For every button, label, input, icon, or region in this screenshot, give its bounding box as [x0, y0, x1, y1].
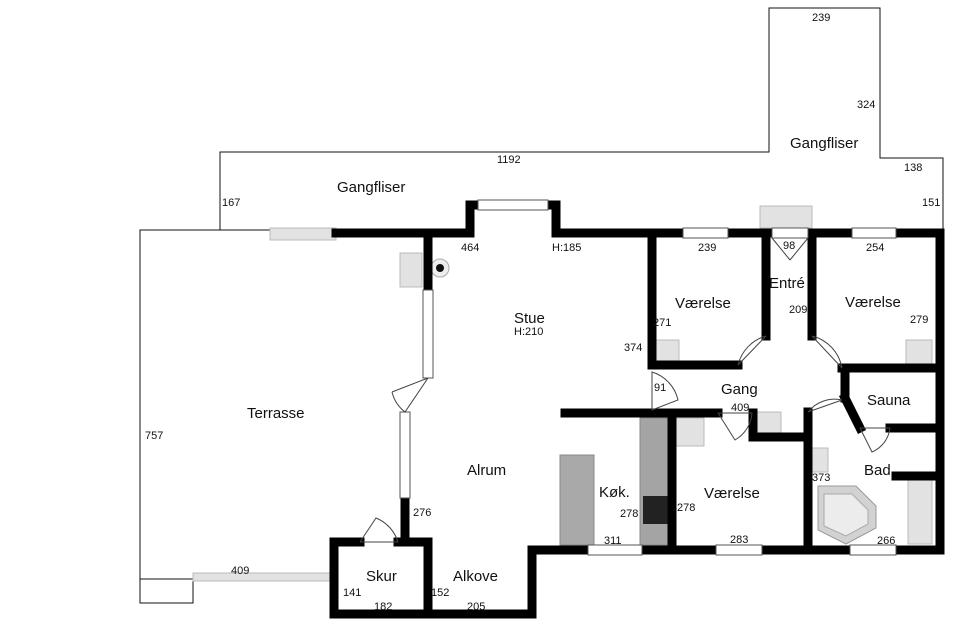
dim-vaerelse-3-depth: 278 — [677, 502, 695, 514]
terrasse-window — [269, 227, 337, 241]
door-vaerelse-1 — [737, 335, 767, 366]
fixtures — [192, 205, 933, 582]
dimension-labels: 239 324 1192 138 167 151 464 H:185 239 9… — [145, 12, 940, 613]
dim-kokken-width: 311 — [604, 535, 622, 547]
terrasse-door-sill — [192, 572, 331, 582]
vaerelse-1-bed — [654, 339, 680, 365]
label-stue: Stue — [514, 310, 545, 327]
label-alrum: Alrum — [467, 462, 506, 479]
door-gang — [651, 371, 679, 411]
label-stue-height: H:210 — [514, 326, 543, 338]
door-terrasse — [391, 377, 429, 413]
terrasse-step — [139, 578, 194, 604]
sub-labels: H:210 — [514, 326, 543, 338]
dim-top-right-depth: 324 — [857, 99, 875, 111]
label-gangfliser-top: Gangfliser — [790, 135, 858, 152]
dim-entre-depth: 209 — [789, 304, 807, 316]
label-vaerelse-3: Værelse — [704, 485, 760, 502]
dim-alkove-depth: 152 — [431, 587, 449, 599]
doors — [359, 237, 891, 543]
dim-left-path-depth: 167 — [222, 197, 240, 209]
wall-bay-left — [465, 200, 483, 238]
window-bay — [477, 199, 549, 211]
dim-vaerelse-1-width: 239 — [698, 242, 716, 254]
dim-vaerelse-2-width: 254 — [866, 242, 884, 254]
kitchen-counters — [430, 258, 877, 546]
door-vaerelse-2 — [811, 335, 843, 369]
entre-door-mat — [759, 205, 813, 229]
fireplace-flue — [436, 264, 444, 272]
door-entre — [771, 237, 809, 261]
wall-bay-right — [543, 200, 688, 238]
vaerelse-2-bed — [905, 339, 933, 365]
label-bad: Bad — [864, 462, 891, 479]
dim-terrasse-depth: 757 — [145, 430, 163, 442]
dim-skur-width: 182 — [374, 601, 392, 613]
dim-kokken-depth: 278 — [620, 508, 638, 520]
window-alrum-left-lower — [399, 411, 411, 499]
dim-vaerelse-1-depth: 271 — [653, 317, 671, 329]
kitchen-counter-right — [639, 417, 673, 546]
label-kokken: Køk. — [599, 484, 630, 501]
bad-vanity — [907, 479, 933, 545]
bad-toilet — [811, 447, 829, 473]
wall-bottom-left — [329, 537, 593, 619]
label-terrasse: Terrasse — [247, 405, 305, 422]
label-vaerelse-2: Værelse — [845, 294, 901, 311]
dim-terrasse-width: 409 — [231, 565, 249, 577]
window-vaerelse-3 — [715, 544, 763, 556]
dim-stue-depth: 374 — [624, 342, 642, 354]
dim-alkove-width: 205 — [467, 601, 485, 613]
dim-top-width: 239 — [812, 12, 830, 24]
dim-skur-depth: 141 — [343, 587, 361, 599]
kitchen-counter-left — [559, 454, 595, 546]
vaerelse-3-bed — [675, 417, 705, 447]
dim-entre-width: 98 — [783, 240, 795, 252]
door-skur — [359, 517, 399, 543]
dim-stue-width: 464 — [461, 242, 479, 254]
dim-long-path: 1192 — [497, 154, 521, 166]
dim-bad-depth: 373 — [812, 472, 830, 484]
bad-tub-inner — [823, 493, 869, 537]
door-sauna — [807, 398, 843, 413]
dim-bay-height: H:185 — [552, 242, 581, 254]
gangfliser-outline — [219, 7, 944, 230]
label-skur: Skur — [366, 568, 397, 585]
wall-gang-cabinet — [748, 408, 813, 442]
door-bad — [859, 427, 891, 453]
window-bad — [849, 544, 897, 556]
dim-step: 138 — [904, 162, 922, 174]
dim-vaerelse-3-width: 283 — [730, 534, 748, 546]
gang-cabinet — [756, 411, 782, 435]
label-gang: Gang — [721, 381, 758, 398]
window-vaerelse-1 — [682, 227, 729, 239]
walls — [329, 200, 945, 619]
label-entre: Entré — [769, 275, 805, 292]
window-entre — [771, 227, 809, 239]
label-alkove: Alkove — [453, 568, 498, 585]
label-vaerelse-1: Værelse — [675, 295, 731, 312]
wall-sauna-diag — [838, 391, 867, 435]
dim-gang-width: 409 — [731, 402, 749, 414]
room-labels: Gangfliser Gangfliser Terrasse Stue Være… — [247, 135, 911, 585]
door-vaerelse-3 — [717, 412, 753, 441]
fireplace — [399, 252, 423, 288]
dim-right-path-depth: 151 — [922, 197, 940, 209]
dim-bad-width: 266 — [877, 535, 895, 547]
dim-vaerelse-2-depth: 279 — [910, 314, 928, 326]
dim-alrum-depth: 276 — [413, 507, 431, 519]
label-gangfliser-left: Gangfliser — [337, 179, 405, 196]
label-sauna: Sauna — [867, 392, 911, 409]
dim-gang-small: 91 — [654, 382, 666, 394]
window-vaerelse-2 — [851, 227, 897, 239]
window-kokken — [587, 544, 643, 556]
kitchen-stove — [643, 496, 668, 524]
window-alrum-left-upper — [422, 289, 434, 379]
